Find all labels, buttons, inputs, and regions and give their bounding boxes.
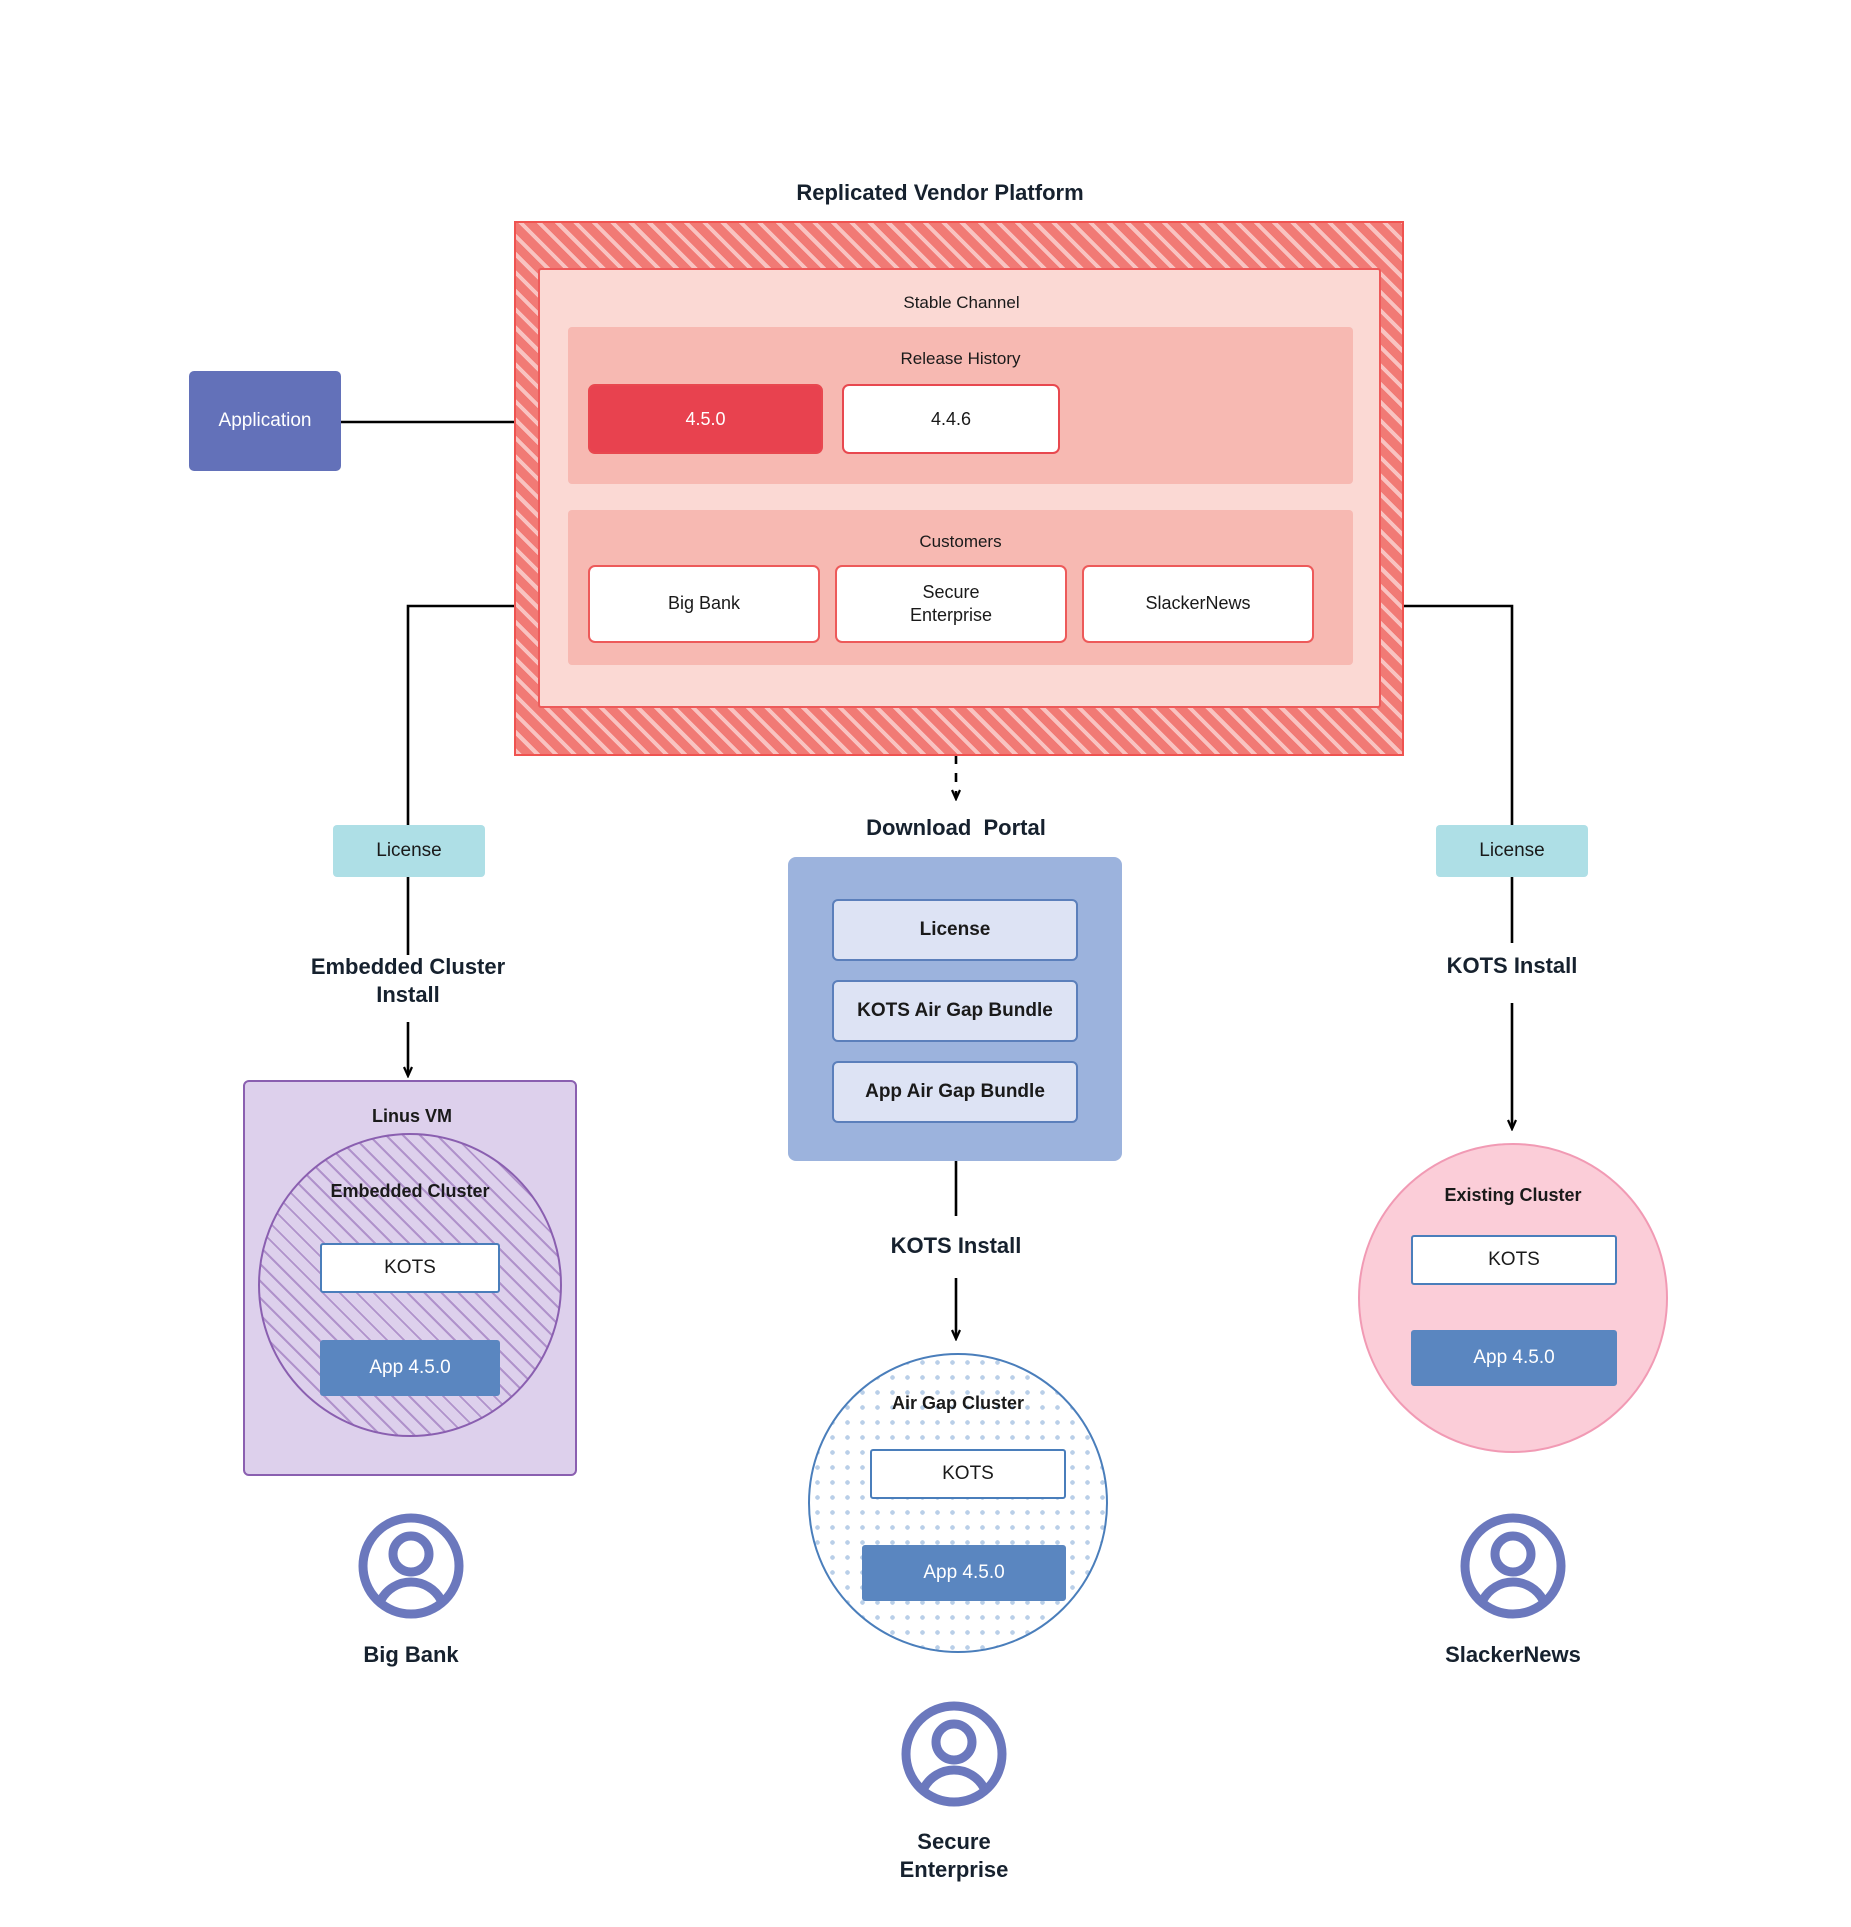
application-box[interactable]: Application [189,371,341,471]
kots-label: KOTS [384,1257,436,1278]
user-avatar-icon [358,1513,464,1619]
release-chip-previous[interactable]: 4.4.6 [842,384,1060,454]
customer-chip-slackernews[interactable]: SlackerNews [1082,565,1314,643]
customer-name: SlackerNews [1145,593,1251,614]
license-box-right[interactable]: License [1436,825,1588,877]
license-label: License [1479,840,1545,861]
embedded-cluster-install-label: Embedded Cluster Install [310,954,506,1007]
portal-item-kots-air-gap-bundle[interactable]: KOTS Air Gap Bundle [832,980,1078,1042]
app-label: App 4.5.0 [923,1562,1005,1583]
embedded-cluster-heading: Embedded Cluster [330,1181,490,1201]
portal-item-label: KOTS Air Gap Bundle [857,1000,1053,1021]
existing-cluster-heading: Existing Cluster [1444,1185,1582,1205]
customers-panel: Customers Big Bank Secure Enterprise Sla… [568,510,1353,665]
app-label: App 4.5.0 [1473,1347,1555,1368]
download-portal-title: Download Portal [866,815,1046,840]
airgap-cluster-circle [808,1353,1108,1653]
release-version: 4.4.6 [930,408,972,429]
replicated-vendor-platform: Stable Channel Release History 4.5.0 4.4… [514,221,1404,756]
app-box-right[interactable]: App 4.5.0 [1411,1330,1617,1386]
airgap-cluster-heading: Air Gap Cluster [891,1393,1025,1413]
customers-heading: Customers [919,532,1002,551]
portal-item-app-air-gap-bundle[interactable]: App Air Gap Bundle [832,1061,1078,1123]
customer-label-big-bank: Big Bank [363,1642,459,1668]
release-history-heading: Release History [900,349,1021,368]
license-box-left[interactable]: License [333,825,485,877]
stable-channel-panel: Stable Channel Release History 4.5.0 4.4… [538,268,1381,708]
platform-title: Replicated Vendor Platform [796,180,1084,205]
application-label: Application [218,410,312,431]
download-portal-box: License KOTS Air Gap Bundle App Air Gap … [788,857,1122,1161]
app-box-center[interactable]: App 4.5.0 [862,1545,1066,1601]
customer-name: Secure Enterprise [909,581,993,625]
license-label: License [376,840,442,861]
kots-box-center[interactable]: KOTS [870,1449,1066,1499]
portal-item-label: License [919,919,991,940]
kots-box-right[interactable]: KOTS [1411,1235,1617,1285]
user-avatar-icon [901,1701,1007,1807]
customer-label-slackernews: SlackerNews [1445,1642,1581,1668]
release-history-panel: Release History 4.5.0 4.4.6 [568,327,1353,484]
app-label: App 4.5.0 [369,1357,451,1378]
release-version: 4.5.0 [685,408,726,429]
customer-name: Big Bank [667,593,741,614]
kots-box-left[interactable]: KOTS [320,1243,500,1293]
customer-label-secure-enterprise: Secure Enterprise [899,1829,1009,1882]
user-avatar-icon [1460,1513,1566,1619]
portal-item-license[interactable]: License [832,899,1078,961]
customer-chip-big-bank[interactable]: Big Bank [588,565,820,643]
kots-install-label-right: KOTS Install [1446,953,1578,979]
kots-label: KOTS [1488,1249,1540,1270]
existing-cluster-circle [1358,1143,1668,1453]
portal-item-label: App Air Gap Bundle [865,1081,1045,1102]
customer-chip-secure-enterprise[interactable]: Secure Enterprise [835,565,1067,643]
release-chip-current[interactable]: 4.5.0 [588,384,823,454]
app-box-left[interactable]: App 4.5.0 [320,1340,500,1396]
stable-channel-heading: Stable Channel [903,293,1020,312]
linux-vm-heading: Linus VM [372,1106,452,1126]
kots-install-label-center: KOTS Install [890,1233,1022,1259]
kots-label: KOTS [942,1463,994,1484]
